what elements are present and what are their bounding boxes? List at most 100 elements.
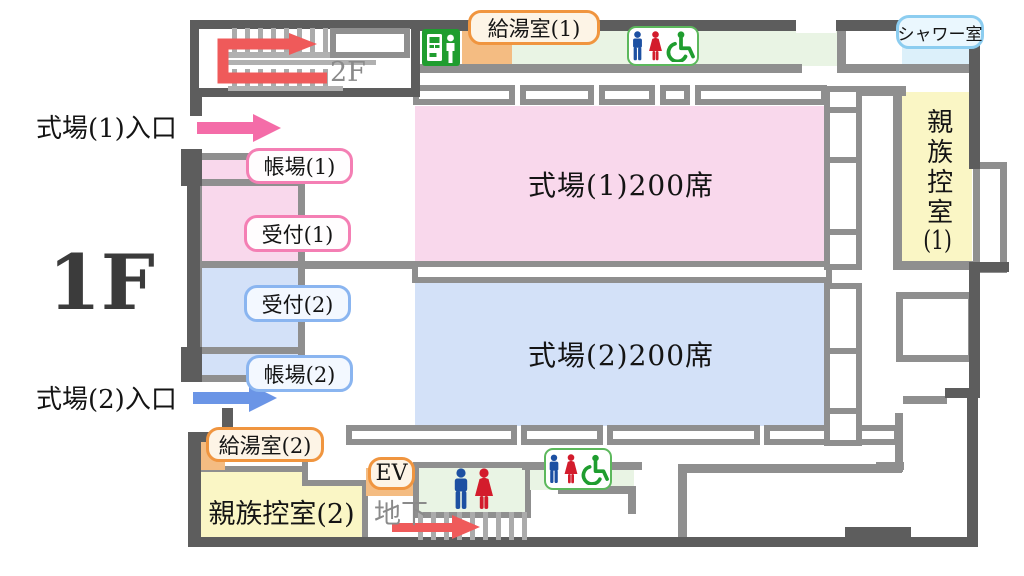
wall xyxy=(826,408,860,414)
wall xyxy=(826,229,860,235)
wall xyxy=(893,261,973,270)
male-icon xyxy=(454,468,468,509)
wheelchair-icon xyxy=(581,454,609,485)
outer-wall xyxy=(188,537,978,547)
wall xyxy=(838,86,906,96)
counter1-text: 帳場(1) xyxy=(263,155,336,179)
outer-wall xyxy=(967,388,978,547)
elevator-text: EV xyxy=(375,461,408,486)
hall2-text: 式場(2)200席 xyxy=(527,339,715,372)
shower-text: シャワー室 xyxy=(897,24,983,45)
outer-wall xyxy=(222,408,233,438)
wheelchair-icon xyxy=(666,31,695,62)
stairs-down-label: 地下 xyxy=(374,499,428,530)
wall xyxy=(826,157,860,163)
family-room2-text: 親族控室(2) xyxy=(208,498,355,530)
wall xyxy=(412,64,802,73)
family-room1-label: 親族控室(1) xyxy=(902,96,972,266)
wall xyxy=(684,464,902,473)
stair-rail xyxy=(228,86,343,91)
stair-rail xyxy=(228,60,376,65)
entrance1-arrow xyxy=(197,114,281,142)
stair-landing xyxy=(330,28,410,58)
partition xyxy=(660,85,690,105)
outer-wall xyxy=(413,20,980,31)
reception2-text: 受付(2) xyxy=(261,292,334,317)
partition xyxy=(346,425,517,445)
wall xyxy=(826,107,860,113)
corridor-cells xyxy=(824,283,862,446)
wall xyxy=(903,396,947,404)
counter2-text: 帳場(2) xyxy=(263,362,336,387)
family-room2-label: 親族控室(2) xyxy=(195,488,368,534)
family-room1-text-main: 親族控室 xyxy=(922,108,953,228)
wall xyxy=(837,20,846,73)
outer-wall xyxy=(188,432,201,547)
kitchenette2-label: 給湯室(2) xyxy=(206,427,324,462)
wall xyxy=(195,347,305,354)
hall1-room xyxy=(415,106,827,262)
stairs-up-arrow xyxy=(217,33,327,84)
outer-wall xyxy=(945,388,979,398)
reception1-text: 受付(1) xyxy=(261,222,334,247)
shower-label: シャワー室 xyxy=(896,15,984,49)
wall xyxy=(893,96,902,268)
entrance1-label: 式場(1)入口 xyxy=(36,114,177,144)
stair-rail xyxy=(228,52,330,58)
wall xyxy=(298,261,418,269)
counter1-label: 帳場(1) xyxy=(246,148,353,184)
male-icon xyxy=(549,454,558,483)
wall xyxy=(195,179,305,186)
male-icon xyxy=(633,31,642,61)
hall2-label: 式場(2)200席 xyxy=(415,282,827,426)
female-icon xyxy=(475,468,493,509)
female-icon xyxy=(564,454,577,484)
partition xyxy=(413,85,515,105)
restroom-sign-bottom xyxy=(544,448,612,490)
outer-wall xyxy=(969,262,980,398)
wall xyxy=(876,462,904,470)
floor-label: 1F xyxy=(48,238,155,327)
partition xyxy=(599,85,655,105)
partition xyxy=(520,85,594,105)
wall xyxy=(840,64,974,73)
entrance2-label: 式場(2)入口 xyxy=(36,385,177,415)
outer-wall xyxy=(969,20,980,169)
partition xyxy=(412,261,832,283)
kitchenette1-text: 給湯室(1) xyxy=(487,16,581,41)
hall1-label: 式場(1)200席 xyxy=(415,106,827,262)
restroom-sign-bottom-left xyxy=(450,466,496,512)
outer-wall xyxy=(969,262,1009,272)
hall2-room xyxy=(415,282,827,426)
stairs-down-arrow xyxy=(392,515,480,539)
wall xyxy=(628,486,636,514)
family-room1 xyxy=(902,92,972,268)
partition xyxy=(607,425,760,445)
female-icon xyxy=(649,31,662,61)
alcove xyxy=(973,162,1007,273)
partition xyxy=(521,425,603,445)
counter2-label: 帳場(2) xyxy=(246,355,353,392)
restroom-sign-top xyxy=(627,26,699,66)
outer-wall xyxy=(187,149,200,382)
hall1-text: 式場(1)200席 xyxy=(527,169,715,202)
wall xyxy=(678,464,687,544)
storage-room xyxy=(896,292,975,362)
family-room2-notch xyxy=(302,458,368,486)
reception1-label: 受付(1) xyxy=(244,215,351,252)
reception2-label: 受付(2) xyxy=(244,285,351,322)
wall xyxy=(826,348,860,354)
partition xyxy=(695,85,827,105)
vending-machine-icon xyxy=(422,29,460,66)
stairs-up-label: 2F xyxy=(330,57,366,88)
outer-wall xyxy=(190,92,202,116)
outer-wall xyxy=(845,527,911,539)
kitchenette2-text: 給湯室(2) xyxy=(218,433,312,458)
family-room1-text: 親族控室(1) xyxy=(921,108,953,254)
corridor-cells xyxy=(824,86,862,270)
wall xyxy=(195,261,305,268)
kitchenette1-label: 給湯室(1) xyxy=(468,10,600,45)
family-room1-text-num: (1) xyxy=(923,228,952,254)
outer-wall xyxy=(181,347,202,382)
